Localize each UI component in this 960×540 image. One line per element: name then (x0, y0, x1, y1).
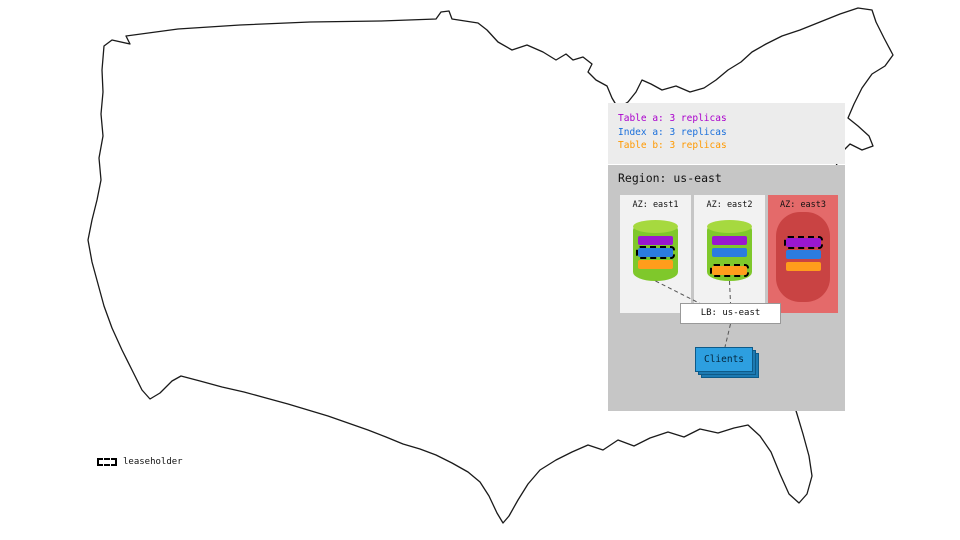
leaseholder-legend: leaseholder (97, 451, 183, 467)
us-map-outline (87, 7, 894, 524)
leaseholder-label: leaseholder (123, 456, 183, 467)
leaseholder-swatch-icon (97, 457, 117, 466)
